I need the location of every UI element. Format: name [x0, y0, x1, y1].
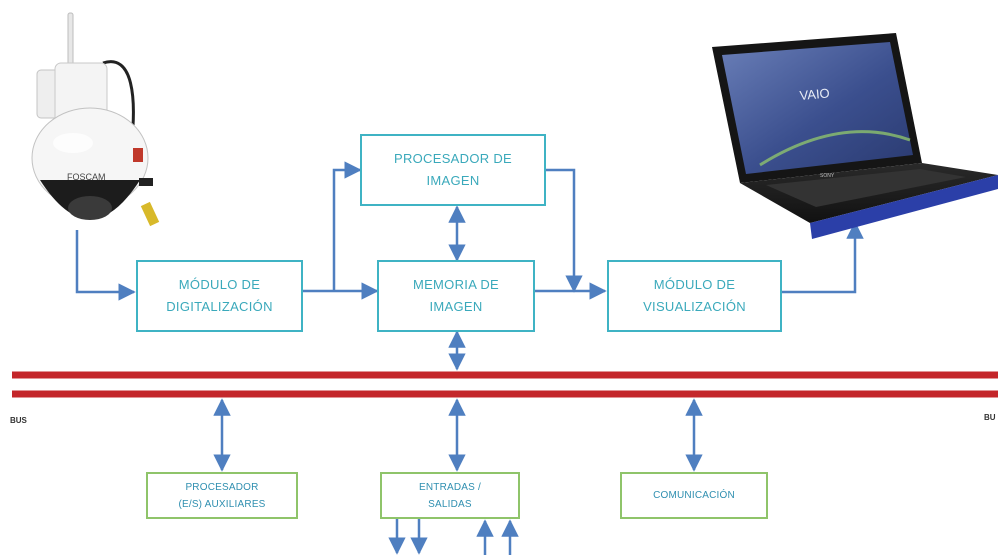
block-procesador-imagen: PROCESADOR DE IMAGEN — [360, 134, 546, 206]
block-modulo-visualizacion: MÓDULO DE VISUALIZACIÓN — [607, 260, 782, 332]
bus-label-right: BU — [984, 413, 996, 422]
block-modulo-digitalizacion: MÓDULO DE DIGITALIZACIÓN — [136, 260, 303, 332]
security-camera-image: FOSCAM — [31, 12, 160, 227]
camera-brand: FOSCAM — [67, 172, 106, 182]
arrow-procesador-to-visualizacion — [545, 168, 583, 293]
block-procesador-auxiliares: PROCESADOR (E/S) AUXILIARES — [146, 472, 298, 519]
arrow-visualizacion-to-laptop — [782, 221, 864, 294]
bus-label-left: BUS — [10, 416, 27, 425]
block-comunicacion: COMUNICACIÓN — [620, 472, 768, 519]
block-memoria-imagen: MEMORIA DE IMAGEN — [377, 260, 535, 332]
laptop-brand: VAIO — [799, 85, 830, 103]
laptop-logo: SONY — [820, 173, 835, 179]
arrow-digitalizacion-to-procesador — [332, 161, 362, 291]
laptop-image: VAIO SONY — [712, 33, 998, 239]
block-entradas-salidas: ENTRADAS / SALIDAS — [380, 472, 520, 519]
arrow-camera-to-digitalizacion — [75, 230, 136, 301]
